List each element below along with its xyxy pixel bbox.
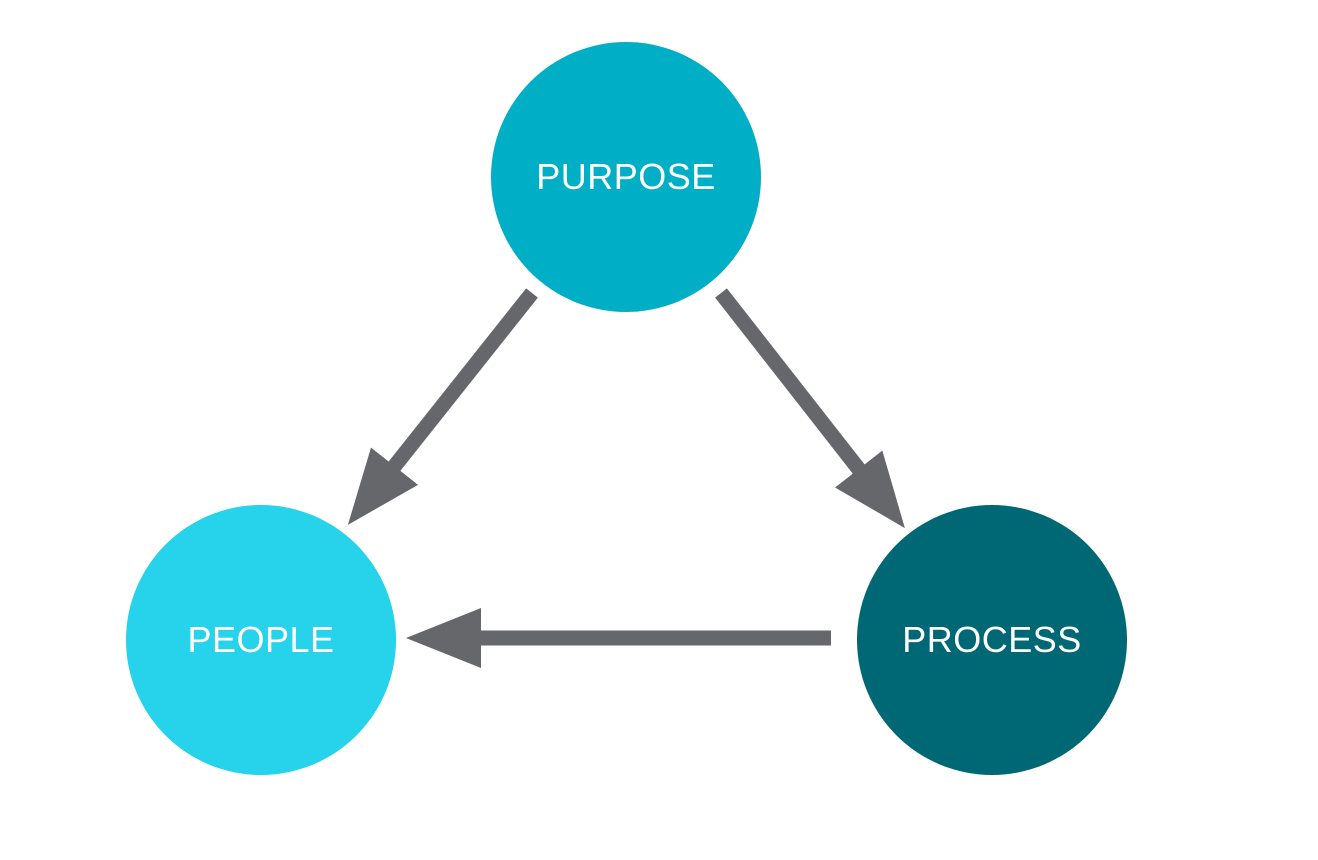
arrow-purpose-to-people [347,288,538,525]
people-label: PEOPLE [187,619,335,660]
purpose-label: PURPOSE [536,156,716,197]
arrow-purpose-to-process [715,288,905,529]
people-node: PEOPLE [126,505,396,775]
process-node: PROCESS [857,505,1127,775]
purpose-node: PURPOSE [491,42,761,312]
process-label: PROCESS [902,619,1082,660]
